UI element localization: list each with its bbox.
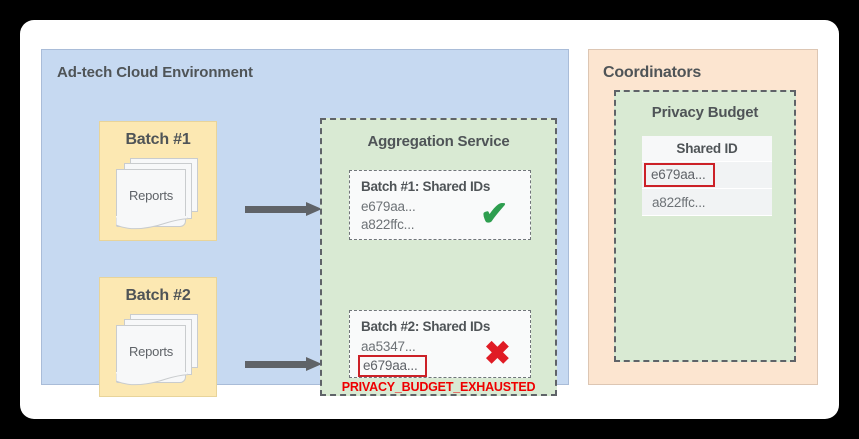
aggregation-service-panel: Aggregation Service Batch #1: Shared IDs… xyxy=(320,118,557,396)
arrow-right-icon-2 xyxy=(245,357,327,371)
privacy-budget-panel: Privacy Budget Shared ID e679aa... a822f… xyxy=(614,90,796,362)
batch-1-shared-ids-title: Batch #1: Shared IDs xyxy=(361,179,491,194)
shared-id-cell-flagged: e679aa... xyxy=(642,162,772,189)
privacy-budget-title: Privacy Budget xyxy=(651,104,759,121)
column-header-shared-id: Shared ID xyxy=(642,136,772,162)
batch-2-shared-ids-card: Batch #2: Shared IDs aa5347... e679aa...… xyxy=(349,310,531,378)
batch-1-shared-ids-card: Batch #1: Shared IDs e679aa... a822ffc..… xyxy=(349,170,531,240)
aggregation-service-title: Aggregation Service xyxy=(367,133,510,150)
arrow-head xyxy=(306,357,322,371)
batch-1-shared-id-second: a822ffc... xyxy=(361,217,415,232)
document-wave-edge xyxy=(116,216,188,230)
cloud-panel-title: Ad-tech Cloud Environment xyxy=(57,64,253,81)
batch-box-2-title: Batch #2 xyxy=(125,287,191,304)
reports-label: Reports xyxy=(128,344,174,359)
shared-id-table: Shared ID e679aa... a822ffc... xyxy=(642,136,772,216)
shared-id-value-flagged: e679aa... xyxy=(644,163,715,187)
batch-2-shared-id-second-flagged: e679aa... xyxy=(358,355,427,377)
success-check-icon: ✔ xyxy=(480,195,509,233)
arrow-right-icon-1 xyxy=(245,202,327,216)
coordinators-title: Coordinators xyxy=(603,64,702,81)
reports-label: Reports xyxy=(128,188,174,203)
batch-box-1-title: Batch #1 xyxy=(125,131,191,148)
batch-2-shared-id-first: aa5347... xyxy=(361,339,416,354)
arrow-shaft xyxy=(245,361,307,368)
batch-box-1: Batch #1 Reports xyxy=(99,121,217,241)
table-row: a822ffc... xyxy=(642,189,772,216)
batch-box-2: Batch #2 Reports xyxy=(99,277,217,397)
arrow-shaft xyxy=(245,206,307,213)
table-header-row: Shared ID xyxy=(642,136,772,162)
failure-cross-icon: ✖ xyxy=(484,335,511,371)
arrow-head xyxy=(306,202,322,216)
shared-id-cell: a822ffc... xyxy=(642,189,772,216)
batch-2-shared-ids-title: Batch #2: Shared IDs xyxy=(361,319,491,334)
reports-document-stack-1: Reports xyxy=(114,158,206,230)
reports-document-stack-2: Reports xyxy=(114,314,206,386)
privacy-budget-exhausted-error: PRIVACY_BUDGET_EXHAUSTED xyxy=(341,380,536,394)
coordinators-panel: Coordinators Privacy Budget Shared ID e6… xyxy=(588,49,818,385)
table-row: e679aa... xyxy=(642,162,772,189)
batch-1-shared-id-first: e679aa... xyxy=(361,199,416,214)
document-wave-edge xyxy=(116,372,188,386)
ad-tech-cloud-environment-panel: Ad-tech Cloud Environment Batch #1 Repor… xyxy=(41,49,569,397)
diagram-card: Ad-tech Cloud Environment Batch #1 Repor… xyxy=(20,20,839,419)
